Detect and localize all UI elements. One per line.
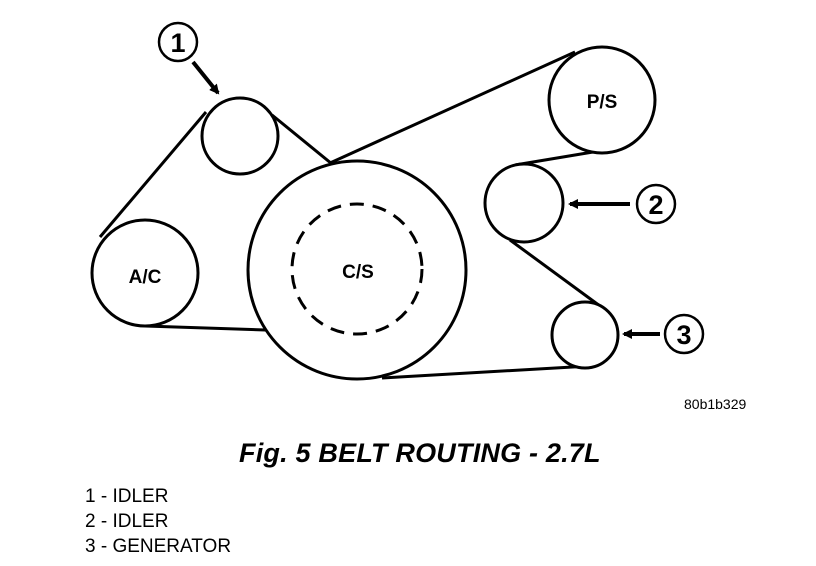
callout-3: 3: [622, 313, 705, 355]
legend: 1 - IDLER 2 - IDLER 3 - GENERATOR: [85, 484, 231, 559]
legend-item-2: 2 - IDLER: [85, 511, 169, 532]
legend-item-1: 1 - IDLER: [85, 486, 169, 507]
callout-2-number: 2: [648, 190, 663, 220]
belt-segment-idler2-to-generator: [509, 238, 601, 308]
callout-3-circle: [663, 313, 705, 355]
figure-caption: Fig. 5 BELT ROUTING - 2.7L: [239, 438, 601, 468]
callout-3-number: 3: [676, 320, 691, 350]
ac-pulley-label: A/C: [129, 267, 162, 288]
crankshaft-pulley: [246, 159, 468, 381]
ps-pulley-label: P/S: [587, 92, 618, 113]
callout-1: 1: [157, 21, 220, 95]
figure-reference-code: 80b1b329: [684, 396, 747, 412]
belt-segment-generator-to-cs: [381, 364, 591, 380]
idler-pulley-2: [483, 162, 565, 244]
callout-1-number: 1: [170, 28, 185, 58]
belt-segment-ac-to-idler1: [98, 111, 208, 238]
callout-1-arrow: [191, 60, 220, 95]
callout-1-circle: [157, 21, 199, 63]
callout-2: 2: [568, 183, 677, 225]
power-steering-pulley: [547, 45, 657, 155]
generator-pulley: [550, 300, 620, 370]
belt-routing-diagram: A/C C/S P/S 1 2 3: [90, 21, 705, 381]
ac-compressor-pulley: [90, 218, 200, 328]
cs-pulley-label: C/S: [342, 262, 374, 283]
legend-item-3: 3 - GENERATOR: [85, 536, 232, 557]
belt-segment-cs-to-ps: [329, 50, 576, 165]
crankshaft-inner-dashed-circle: [290, 202, 424, 336]
idler-pulley-1: [200, 96, 280, 176]
callout-2-circle: [635, 183, 677, 225]
